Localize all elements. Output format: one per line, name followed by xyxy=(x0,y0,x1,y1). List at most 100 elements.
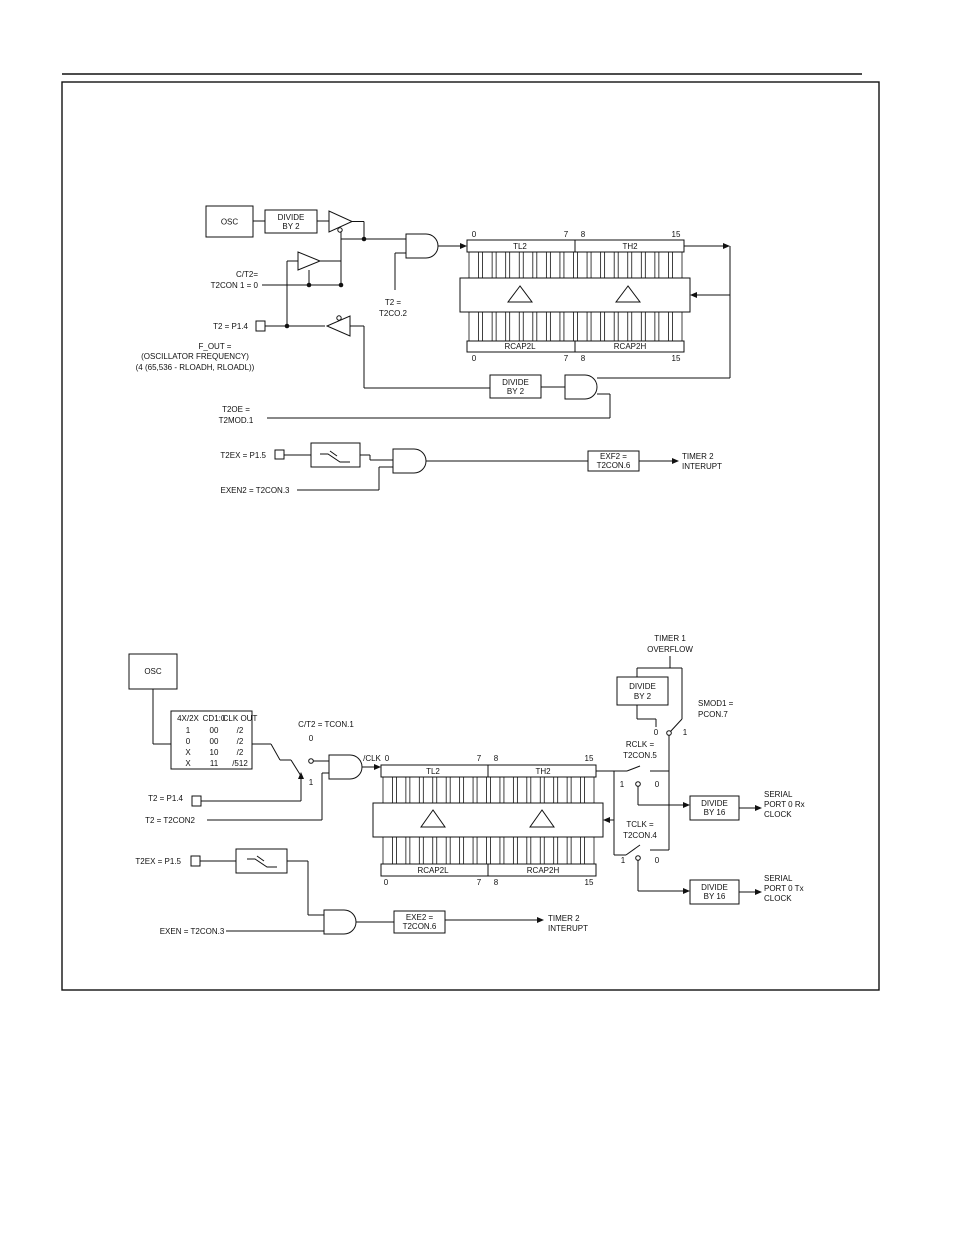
fig1-t2-pin xyxy=(255,320,266,332)
bit-cell xyxy=(584,776,595,804)
fig1-fout-line2: (OSCILLATOR FREQUENCY) xyxy=(141,352,249,361)
fig2-smod1-0: 0 xyxy=(654,728,659,737)
fig2-transfer-arrow-high xyxy=(529,809,555,828)
bit-cell xyxy=(604,251,615,279)
fig1-divide-out-line1: DIVIDE xyxy=(502,378,529,387)
fig2-exen-label: EXEN = T2CON.3 xyxy=(160,927,225,936)
bit-cell xyxy=(382,836,393,865)
fig1-bit-8-bottom: 8 xyxy=(581,354,586,363)
fig2-t2-pin xyxy=(191,795,202,807)
fig2-ct2-0: 0 xyxy=(309,734,314,743)
bit-cell xyxy=(570,776,581,804)
fig1-ct2-line1: C/T2= xyxy=(236,270,258,279)
fig2-interrupt-line1: TIMER 2 xyxy=(548,914,580,923)
bit-cell xyxy=(503,776,514,804)
fig1-and-gate-count xyxy=(405,233,439,259)
bit-cell xyxy=(631,311,642,342)
fig2-baud-rate-mode: OSC 4X/2X CD1:0 CLK OUT 1 00 /2 0 00 /2 … xyxy=(128,634,805,936)
bit-cell xyxy=(509,311,520,342)
bit-cell xyxy=(396,836,407,865)
fig2-bit-8-top: 8 xyxy=(494,754,499,763)
fig2-transfer-block xyxy=(372,802,604,838)
fig2-rcap2h-label: RCAP2H xyxy=(527,866,560,875)
bit-cell xyxy=(409,836,420,865)
svg-text:11: 11 xyxy=(210,759,219,768)
bit-cell xyxy=(482,311,493,342)
fig1-exf2-line2: T2CON.6 xyxy=(597,461,631,470)
fig2-divide-rx-line2: BY 16 xyxy=(704,808,726,817)
fig2-osc-box xyxy=(128,653,178,690)
fig2-tclk-line1: TCLK = xyxy=(626,820,654,829)
bit-cell xyxy=(503,836,514,865)
fig2-divide-by16-tx-box xyxy=(689,879,740,905)
svg-text:1: 1 xyxy=(186,726,191,735)
fig2-serial-tx-line1: SERIAL xyxy=(764,874,793,883)
bit-cell xyxy=(543,776,555,804)
bit-cell xyxy=(530,776,541,804)
fig2-divide-tx-line2: BY 16 xyxy=(704,892,726,901)
fig2-t2-pin-label: T2 = P1.4 xyxy=(148,794,183,803)
fig2-divide-by2-box xyxy=(616,676,669,706)
fig2-bit-0-bottom: 0 xyxy=(384,878,389,887)
bit-cell xyxy=(530,836,541,865)
fig2-rclk-0: 0 xyxy=(655,780,660,789)
figure-frame xyxy=(61,81,880,991)
bit-cell xyxy=(644,311,656,342)
fig1-bit-8-top: 8 xyxy=(581,230,586,239)
fig1-bit-0-bottom: 0 xyxy=(472,354,477,363)
fig1-th2-label: TH2 xyxy=(622,242,638,251)
fig2-smod1-switch[interactable] xyxy=(669,718,683,733)
fig2-tclk-line2: T2CON.4 xyxy=(623,831,657,840)
fig2-table-row: 1 00 /2 xyxy=(186,726,244,735)
svg-text:0: 0 xyxy=(186,737,191,746)
fig1-buffer-osc xyxy=(328,210,354,233)
fig1-interrupt-line2: INTERUPT xyxy=(682,462,722,471)
fig1-bottom-bit-cells xyxy=(468,311,683,342)
bit-cell xyxy=(584,836,595,865)
fig2-rclk-1: 1 xyxy=(620,780,625,789)
bit-cell xyxy=(436,836,447,865)
fig1-clock-out-mode: OSC DIVIDE BY 2 C/T2= T2CON 1 = 0 T2 = P… xyxy=(136,205,731,495)
fig2-exe2-line1: EXE2 = xyxy=(406,913,434,922)
fig2-t2ex-pin xyxy=(190,855,201,867)
bit-cell xyxy=(516,776,528,804)
fig1-ct2-line2: T2CON 1 = 0 xyxy=(211,281,259,290)
fig2-th2-label: TH2 xyxy=(535,767,551,776)
bit-cell xyxy=(522,311,534,342)
fig2-tclk-switch[interactable] xyxy=(625,844,641,856)
fig2-tclk-0: 0 xyxy=(655,856,660,865)
fig1-tr2-line1: T2 = xyxy=(385,298,402,307)
bit-cell xyxy=(463,836,474,865)
fig2-rclk-switch[interactable] xyxy=(626,765,641,772)
fig1-t2ex-pin xyxy=(274,449,285,460)
fig2-edge-symbol xyxy=(247,858,277,868)
fig2-divide-by2-line1: DIVIDE xyxy=(629,682,656,691)
bit-cell xyxy=(604,311,615,342)
fig1-divide-by2-line2: BY 2 xyxy=(282,222,300,231)
svg-text:/2: /2 xyxy=(237,737,244,746)
fig2-rclk-line1: RCLK = xyxy=(626,740,655,749)
fig2-bit-0-top: 0 xyxy=(385,754,390,763)
svg-text:X: X xyxy=(185,748,191,757)
fig1-buffer-t2pin xyxy=(297,251,322,271)
bit-cell xyxy=(658,311,669,342)
fig2-tclk-1: 1 xyxy=(621,856,626,865)
fig2-serial-tx-line2: PORT 0 Tx xyxy=(764,884,804,893)
bit-cell xyxy=(644,251,656,279)
fig2-ct2-switch[interactable] xyxy=(290,759,302,777)
fig2-serial-rx-line3: CLOCK xyxy=(764,810,792,819)
bit-cell xyxy=(557,836,568,865)
fig2-serial-rx-line2: PORT 0 Rx xyxy=(764,800,805,809)
svg-text:00: 00 xyxy=(210,726,219,735)
bit-cell xyxy=(516,836,528,865)
fig2-bit-7-top: 7 xyxy=(477,754,482,763)
bit-cell xyxy=(522,251,534,279)
fig1-t2oe-line1: T2OE = xyxy=(222,405,250,414)
bit-cell xyxy=(382,776,393,804)
fig2-t2ex-label: T2EX = P1.5 xyxy=(135,857,181,866)
fig2-timer1-line2: OVERFLOW xyxy=(647,645,693,654)
bit-cell xyxy=(396,776,407,804)
fig2-bit-15-bottom: 15 xyxy=(585,878,594,887)
fig1-divide-by2-line1: DIVIDE xyxy=(278,213,305,222)
svg-text:4X/2X: 4X/2X xyxy=(177,714,199,723)
